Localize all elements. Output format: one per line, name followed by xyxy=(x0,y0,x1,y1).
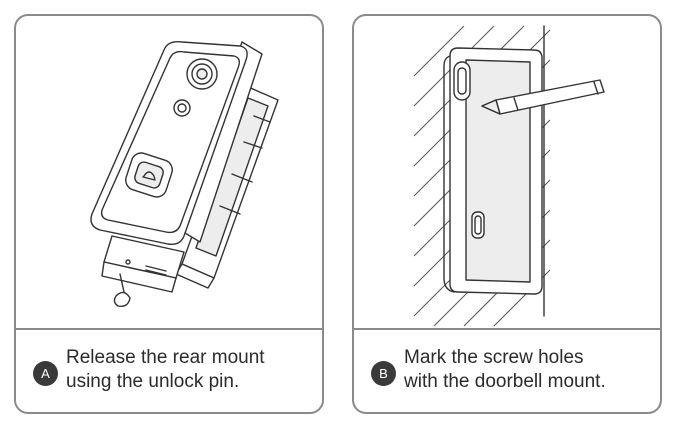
step-text-a: Release the rear mount using the unlock … xyxy=(66,346,316,394)
step-text-b: Mark the screw holes with the doorbell m… xyxy=(404,346,654,394)
step-panel-b: B Mark the screw holes with the doorbell… xyxy=(352,14,662,414)
step-text-b-line2: with the doorbell mount. xyxy=(404,371,606,392)
step-badge-a: A xyxy=(33,361,58,386)
rear-mount xyxy=(175,85,279,289)
pencil xyxy=(481,79,605,115)
mark-screw-holes-illustration xyxy=(413,25,605,327)
doorbell-release-illustration xyxy=(90,40,279,308)
step-caption-a: A Release the rear mount using the unloc… xyxy=(16,328,322,412)
doorbell-mount xyxy=(443,47,543,295)
step-panel-a: A Release the rear mount using the unloc… xyxy=(14,14,324,414)
doorbell-body xyxy=(90,40,263,246)
step-text-a-line2: using the unlock pin. xyxy=(66,371,240,392)
step-caption-b: B Mark the screw holes with the doorbell… xyxy=(354,328,660,412)
bottom-cap xyxy=(101,235,185,308)
step-badge-b: B xyxy=(371,361,396,386)
step-text-b-line1: Mark the screw holes xyxy=(404,347,584,368)
step-text-a-line1: Release the rear mount xyxy=(66,347,265,368)
